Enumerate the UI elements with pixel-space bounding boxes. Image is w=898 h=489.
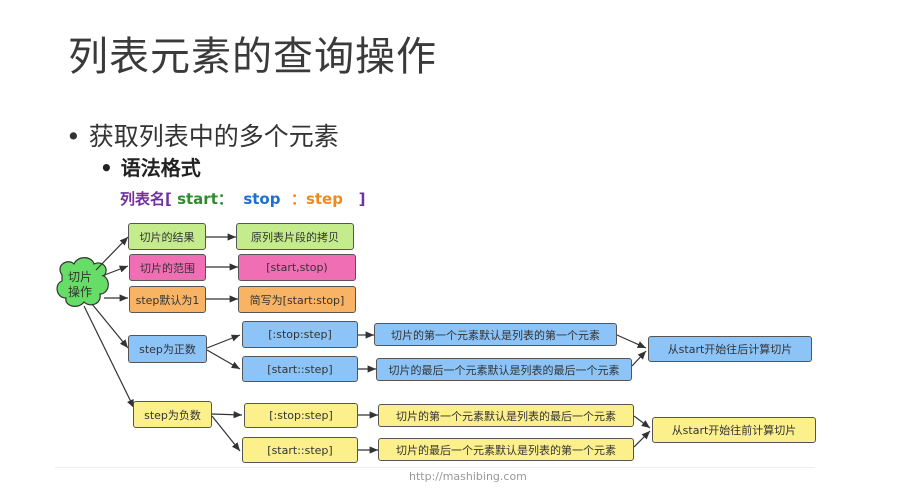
node-step-default-detail: 简写为[start:stop] [238, 286, 356, 313]
node-neg-last-desc: 切片的最后一个元素默认是列表的第一个元素 [378, 438, 634, 461]
edge-root-negative [83, 305, 135, 409]
node-pos-stop-step: [:stop:step] [242, 321, 358, 348]
footer-url: http://mashibing.com [409, 470, 527, 483]
node-slice-result-detail: 原列表片段的拷贝 [236, 223, 354, 250]
bullet-text: 获取列表中的多个元素 [88, 122, 339, 151]
node-pos-last-desc: 切片的最后一个元素默认是列表的最后一个元素 [376, 358, 632, 381]
bullet-syntax: • 语法格式 [100, 152, 201, 181]
node-neg-first-desc: 切片的第一个元素默认是列表的最后一个元素 [378, 404, 634, 427]
node-step-positive: step为正数 [128, 335, 207, 363]
root-node-label: 切片 操作 [60, 270, 100, 300]
syntax-colon: ： [280, 190, 306, 208]
syntax-format: 列表名[ start： stop ：step ] [120, 188, 365, 209]
node-pos-start-step: [start::step] [242, 356, 358, 382]
edge-neg-last-summary [633, 430, 651, 448]
edge-pos-startstep [206, 349, 241, 370]
node-pos-first-desc: 切片的第一个元素默认是列表的第一个元素 [374, 323, 617, 346]
bullet-get-multiple: •获取列表中的多个元素 [66, 117, 339, 153]
edge-pos-first-summary [616, 334, 647, 349]
edge-root-positive [91, 303, 129, 349]
slide-title: 列表元素的查询操作 [68, 34, 437, 80]
edge-neg-startstep [211, 415, 241, 452]
root-line1: 切片 [67, 270, 92, 284]
node-neg-summary: 从start开始往前计算切片 [652, 417, 816, 443]
bullet-dot: • [100, 156, 113, 180]
node-slice-result: 切片的结果 [128, 223, 206, 250]
edge-root-range [101, 265, 129, 277]
node-step-negative: step为负数 [133, 401, 212, 428]
syntax-start: start： [177, 190, 233, 208]
node-neg-start-step: [start::step] [242, 437, 358, 463]
node-neg-stop-step: [:stop:step] [244, 403, 358, 428]
root-line2: 操作 [67, 285, 92, 299]
node-slice-range: 切片的范围 [129, 254, 206, 281]
edge-root-result [95, 236, 129, 271]
edge-pos-last-summary [631, 350, 647, 367]
edge-pos-stopstep [206, 334, 241, 349]
syntax-step: step [305, 190, 343, 208]
syntax-stop: stop [243, 190, 281, 208]
syntax-list-name: 列表名[ [120, 190, 178, 208]
node-step-default: step默认为1 [129, 286, 206, 313]
node-pos-summary: 从start开始往后计算切片 [648, 336, 812, 362]
edge-neg-first-summary [633, 415, 651, 429]
edge-neg-stopstep [211, 411, 243, 419]
root-cloud-shape [56, 257, 109, 307]
bullet-text: 语法格式 [120, 156, 201, 180]
syntax-close: ] [342, 190, 366, 208]
bullet-dot: • [66, 122, 81, 151]
footer-divider [55, 467, 815, 468]
node-slice-range-detail: [start,stop) [238, 254, 356, 281]
